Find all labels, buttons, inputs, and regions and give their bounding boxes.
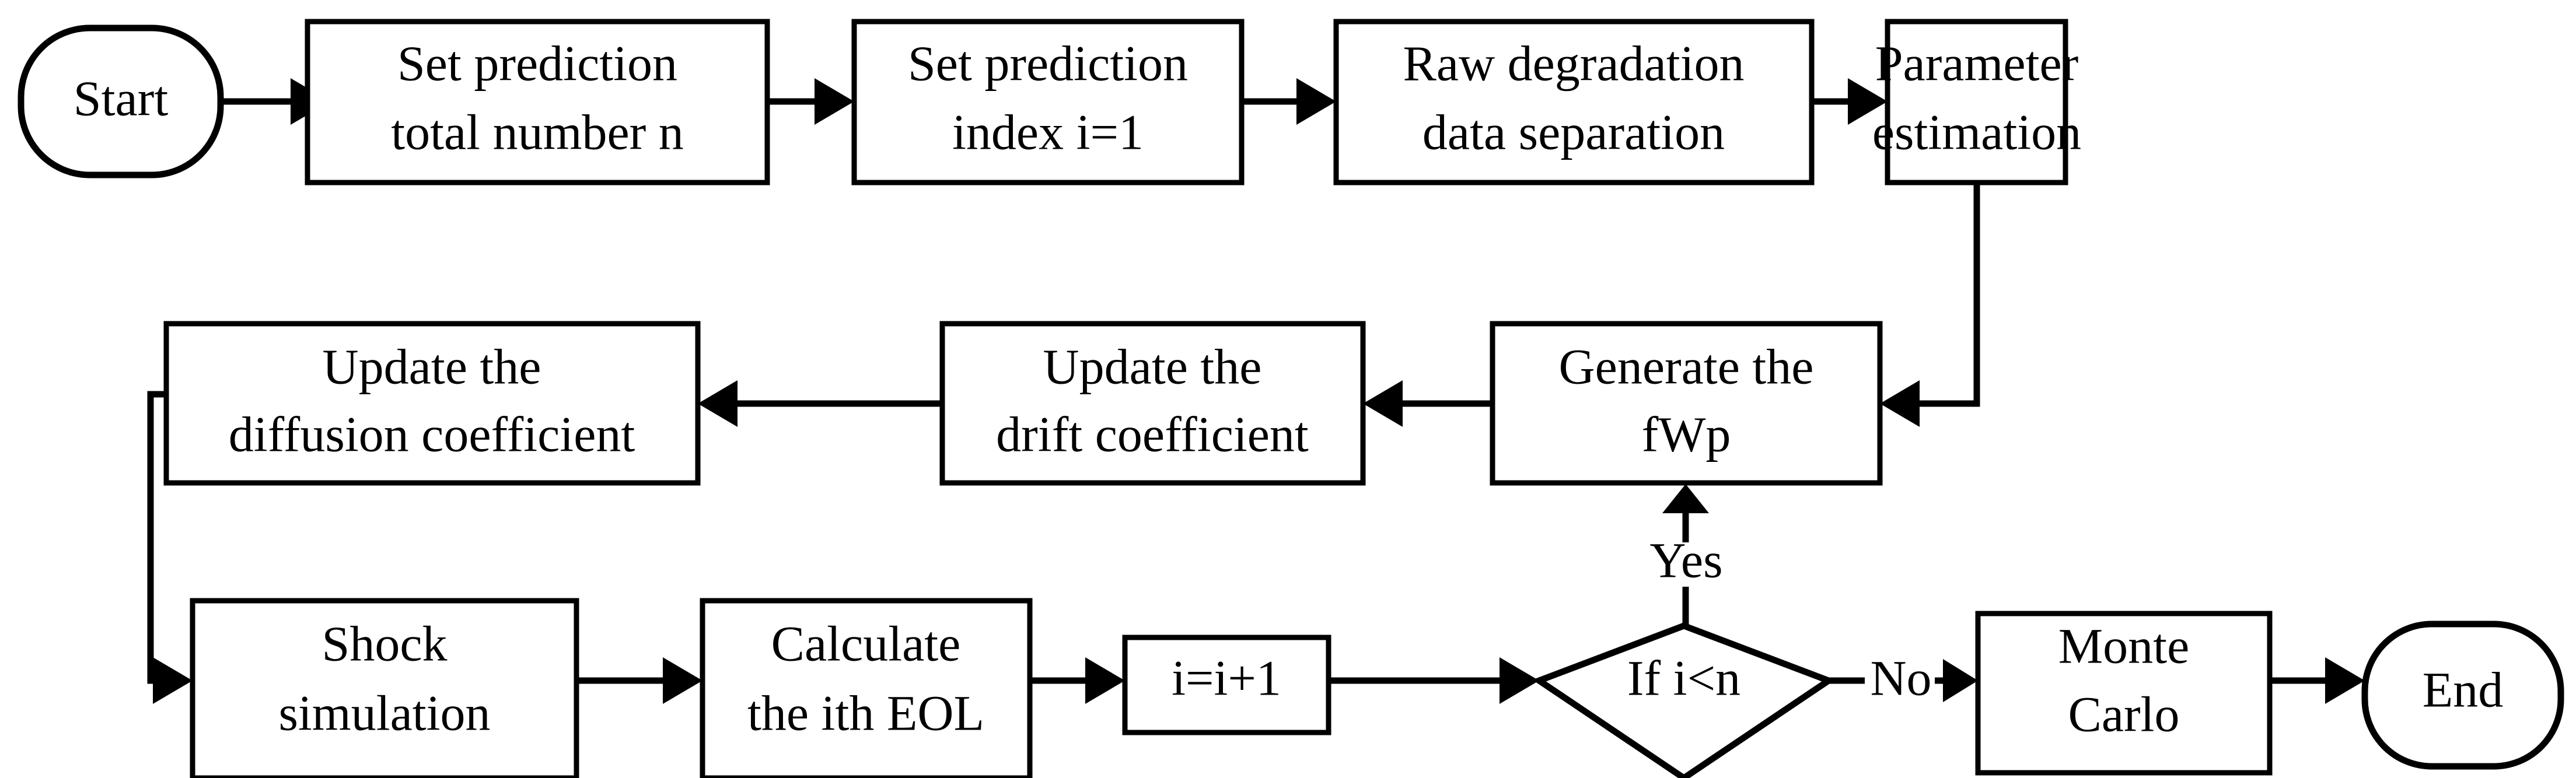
node-set-prediction-index[interactable]: Set prediction index i=1 bbox=[851, 19, 1245, 185]
edge-gen-fwp-to-upd-drift bbox=[1363, 380, 1493, 427]
node-shock-simulation[interactable]: Shock simulation bbox=[190, 598, 579, 778]
node-decision-if-i-lt-n-label: If i<n bbox=[1627, 650, 1740, 706]
node-parameter-estimation-line2: estimation bbox=[1872, 104, 2081, 160]
node-raw-degradation-separation-line1: Raw degradation bbox=[1403, 36, 1744, 92]
node-calculate-ith-eol-line2: the ith EOL bbox=[747, 685, 984, 741]
node-parameter-estimation[interactable]: Parameter estimation bbox=[1872, 19, 2081, 185]
edge-label-no: No bbox=[1870, 650, 1931, 706]
node-raw-degradation-separation-line2: data separation bbox=[1422, 104, 1725, 160]
edge-decision-no-to-monte bbox=[1829, 659, 1978, 702]
node-update-drift-coefficient-line2: drift coefficient bbox=[996, 406, 1309, 462]
node-update-diffusion-coefficient[interactable]: Update the diffusion coefficient bbox=[163, 321, 701, 486]
node-generate-fwp-line1: Generate the bbox=[1559, 339, 1814, 395]
edge-set-total-to-set-index bbox=[767, 78, 854, 125]
node-end[interactable]: End bbox=[2361, 621, 2564, 770]
node-set-prediction-total-line1: Set prediction bbox=[397, 36, 677, 92]
node-increment-index-label: i=i+1 bbox=[1172, 650, 1281, 706]
edge-incr-to-decision bbox=[1329, 657, 1539, 704]
node-shock-simulation-line2: simulation bbox=[278, 685, 490, 741]
node-generate-fwp-line2: fWp bbox=[1642, 406, 1731, 462]
node-raw-degradation-separation[interactable]: Raw degradation data separation bbox=[1333, 19, 1815, 185]
node-update-drift-coefficient[interactable]: Update the drift coefficient bbox=[939, 321, 1366, 486]
edge-calc-eol-to-incr bbox=[1030, 657, 1125, 704]
node-calculate-ith-eol-line1: Calculate bbox=[771, 616, 961, 672]
edge-raw-sep-to-param-est bbox=[1812, 78, 1888, 125]
node-decision-if-i-lt-n[interactable]: If i<n bbox=[1532, 622, 1836, 778]
node-set-prediction-index-line2: index i=1 bbox=[952, 104, 1144, 160]
node-set-prediction-total-line2: total number n bbox=[391, 104, 684, 160]
node-monte-carlo-line2: Carlo bbox=[2068, 686, 2179, 742]
node-update-drift-coefficient-line1: Update the bbox=[1043, 339, 1262, 395]
edge-decision-yes-to-gen-fwp bbox=[1662, 484, 1709, 626]
node-monte-carlo[interactable]: Monte Carlo bbox=[1975, 611, 2273, 776]
edge-upd-drift-to-upd-diff bbox=[698, 380, 942, 427]
edge-upd-diff-to-shock bbox=[147, 391, 193, 704]
node-generate-fwp[interactable]: Generate the fWp bbox=[1490, 321, 1883, 486]
edge-shock-to-calc-eol bbox=[576, 657, 702, 704]
node-end-label: End bbox=[2423, 662, 2504, 718]
node-calculate-ith-eol[interactable]: Calculate the ith EOL bbox=[700, 598, 1033, 778]
node-parameter-estimation-line1: Parameter bbox=[1875, 36, 2079, 92]
edge-set-index-to-raw-sep bbox=[1242, 78, 1336, 125]
node-set-prediction-total[interactable]: Set prediction total number n bbox=[305, 19, 770, 185]
node-update-diffusion-coefficient-line2: diffusion coefficient bbox=[229, 406, 635, 462]
node-set-prediction-index-line1: Set prediction bbox=[908, 36, 1188, 92]
node-update-diffusion-coefficient-line1: Update the bbox=[323, 339, 541, 395]
node-shock-simulation-line1: Shock bbox=[322, 616, 448, 672]
node-start-label: Start bbox=[74, 71, 169, 127]
edge-param-est-to-gen-fwp bbox=[1880, 183, 1980, 427]
node-monte-carlo-line1: Monte bbox=[2058, 618, 2190, 674]
edge-monte-to-end bbox=[2270, 657, 2365, 704]
edge-label-yes: Yes bbox=[1649, 532, 1722, 588]
node-start[interactable]: Start bbox=[18, 24, 224, 178]
node-increment-index[interactable]: i=i+1 bbox=[1122, 635, 1331, 735]
